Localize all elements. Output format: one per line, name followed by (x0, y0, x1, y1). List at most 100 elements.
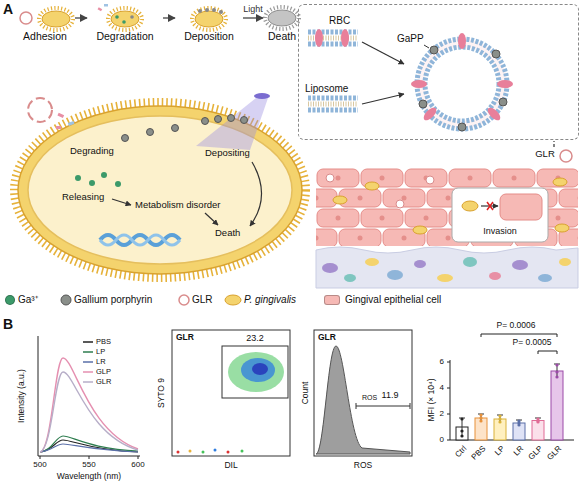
label-text: A (3, 1, 13, 17)
legend-samples-part (83, 361, 93, 363)
legend-text: LR (96, 358, 106, 367)
bacterium-illustration-part (202, 118, 209, 125)
spectrum-chart-part (40, 358, 138, 452)
epithelium-illustration-part (487, 202, 493, 210)
legend-text: GLR (192, 294, 213, 306)
glr-inset-illustration-part (424, 45, 429, 48)
bacterium-illustration-part (250, 162, 262, 226)
stage-icons-part (212, 8, 216, 12)
bar-chart-part (538, 351, 557, 354)
bar-chart-part (498, 414, 501, 417)
node-text: Deposition (184, 30, 234, 42)
label-text: SYTO 9 (157, 378, 167, 408)
label-text: GLR (545, 444, 563, 462)
label-text: GLR (176, 333, 194, 343)
bacterium-illustration-part (112, 199, 131, 205)
bacterium-illustration-part (18, 106, 302, 274)
epithelium-illustration-part (500, 194, 542, 220)
stage-step: Adhesion (16, 4, 74, 42)
flow-scatter-chart-part (222, 346, 288, 398)
label-text: GLP (527, 444, 545, 462)
label-text: Count (301, 382, 311, 405)
bar-chart-part (555, 370, 558, 373)
bar-chart-part (555, 363, 558, 366)
label-text: LR (512, 444, 526, 458)
connector-arrow (553, 141, 554, 147)
flow-scatter-chart-part (189, 450, 192, 453)
bacterium-illustration-part (147, 129, 154, 136)
legend-text: P. gingivalis (244, 294, 296, 306)
flow-scatter-chart-part (252, 363, 268, 375)
histogram-chart (314, 330, 412, 456)
bar-chart-part (450, 360, 574, 440)
epithelium-illustration-part (463, 257, 477, 267)
flow-scatter-chart-part (227, 451, 230, 454)
stage-icons-part (198, 9, 202, 13)
epithelium-illustration-part (555, 224, 569, 232)
label-text: 11.9 (382, 390, 399, 400)
label-text: GLR (318, 333, 336, 343)
legend-samples-part (179, 295, 189, 305)
bacterium-illustration-part (254, 93, 270, 99)
connector-arrow (163, 17, 175, 18)
stage-icons-part (265, 7, 299, 29)
legend-text: GLR (96, 378, 111, 387)
legend-samples-part (83, 351, 93, 353)
stage-icons-part (192, 8, 226, 30)
glr-inset-illustration-part (341, 29, 349, 47)
flow-scatter-chart (172, 330, 290, 456)
bacterium-illustration-part (122, 135, 129, 142)
label-text: B (3, 316, 13, 332)
glr-inset-illustration-part (308, 102, 358, 107)
stage-icons-part (219, 10, 223, 14)
label-text: P= 0.0006 (497, 321, 536, 331)
flow-scatter-chart-part (241, 358, 275, 382)
bar-chart-part (479, 416, 482, 419)
glr-inset-illustration-part (499, 98, 507, 106)
stage-icons-part (115, 15, 119, 19)
bacterium-illustration-part (215, 116, 222, 123)
epithelium-illustration-part (365, 182, 379, 190)
glr-inset-illustration-part (497, 80, 513, 88)
legend-text: Ga³⁺ (18, 294, 38, 306)
glr-inset-illustration-part (458, 123, 466, 131)
bacterium-illustration-part (57, 113, 64, 118)
bar-chart-part (460, 417, 463, 420)
label-text: PBS (470, 444, 488, 462)
legend-swatch (5, 295, 15, 305)
glr-particle: GLR (532, 148, 576, 160)
spectrum-chart-part (40, 444, 138, 452)
label-text: Intensity (a.u.) (17, 369, 27, 423)
epithelium-illustration-part (326, 174, 334, 182)
bar-chart-part (513, 423, 525, 440)
bacterium-illustration-part (196, 98, 268, 150)
node-text: GLR (535, 149, 555, 160)
inset-text: Liposome (305, 83, 348, 95)
bar-chart-part (479, 419, 482, 422)
epithelium-illustration-part (452, 188, 548, 242)
node-text: Adhesion (23, 30, 67, 42)
stage-icons-part (108, 8, 142, 30)
histogram-chart-part (314, 330, 412, 456)
flow-scatter-chart-part (177, 451, 180, 454)
label-text: Ctrl (453, 444, 468, 459)
node-text: Degradation (96, 30, 153, 42)
legend-text: Gallium porphyrin (74, 294, 152, 306)
legend-text: PBS (96, 338, 111, 347)
label-text: 6 (440, 357, 444, 366)
label-text: P= 0.0005 (513, 338, 552, 348)
label-text: ROS (354, 461, 372, 471)
bar-chart-part (536, 420, 539, 423)
spectrum-chart-part (40, 456, 138, 459)
label-text: Death (215, 228, 240, 239)
epithelium-illustration-part (437, 274, 453, 282)
connector-arrow (75, 17, 87, 18)
epithelium-illustration-part (512, 260, 528, 270)
bacterium-illustration-part (56, 126, 61, 129)
stage-icons-part (205, 8, 209, 12)
epithelium-illustration-part (396, 200, 404, 208)
epithelium-illustration-part (365, 258, 379, 266)
bacterium-illustration-part (241, 117, 248, 124)
flow-scatter-chart-part (172, 330, 290, 456)
glr-inset-illustration-part (430, 46, 438, 54)
